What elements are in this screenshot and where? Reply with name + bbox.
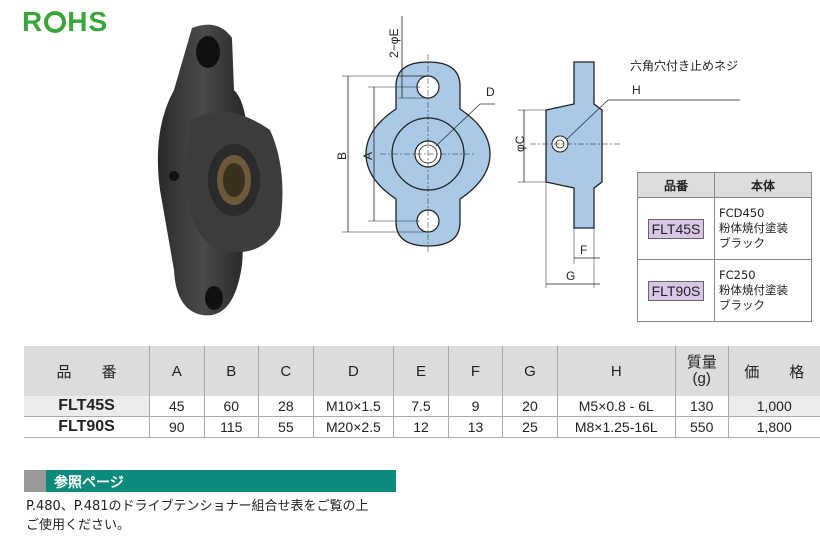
header-mass: 質量(g) xyxy=(675,346,729,396)
mat-header-body: 本体 xyxy=(714,172,812,198)
reference-text: P.480、P.481のドライブテンショナー組合せ表をご覧の上 ご使用ください。 xyxy=(26,499,369,533)
front-view-drawing: B A 2−φE D xyxy=(335,16,495,252)
dim-f-label: F xyxy=(580,243,587,257)
part-badge: FLT45S xyxy=(647,218,705,239)
reference-title: 参照ページ xyxy=(54,475,124,491)
header-a: A xyxy=(149,346,205,396)
side-view-drawing: φC H 六角穴付き止めネジ F G xyxy=(513,58,740,288)
mat-body-cell: FCD450 粉体焼付塗装 ブラック xyxy=(714,197,812,260)
table-row: FLT90S 90 115 55 M20×2.5 12 13 25 M8×1.2… xyxy=(24,416,820,438)
mat-header-part: 品番 xyxy=(637,172,715,198)
dim-g-label: G xyxy=(566,269,575,283)
mat-part-cell: FLT45S xyxy=(637,197,715,260)
part-badge: FLT90S xyxy=(647,280,705,301)
mat-body-cell: FC250 粉体焼付塗装 ブラック xyxy=(714,259,812,322)
dim-d-label: D xyxy=(486,85,495,99)
dim-2phie-label: 2−φE xyxy=(387,29,401,58)
header-e: E xyxy=(393,346,449,396)
header-c: C xyxy=(258,346,314,396)
header-h: H xyxy=(557,346,676,396)
reference-marker xyxy=(24,470,46,492)
dim-phic-label: φC xyxy=(513,135,527,152)
reference-heading: 参照ページ xyxy=(24,470,396,492)
dim-h-label: H xyxy=(632,83,641,97)
dim-a-label: A xyxy=(361,152,375,160)
header-g: G xyxy=(502,346,558,396)
mat-part-cell: FLT90S xyxy=(637,259,715,322)
header-d: D xyxy=(313,346,395,396)
product-photo xyxy=(157,24,283,316)
header-f: F xyxy=(448,346,504,396)
table-row: FLT45S 45 60 28 M10×1.5 7.5 9 20 M5×0.8 … xyxy=(24,396,820,417)
header-price: 価 格 xyxy=(728,346,820,396)
spec-table: 品 番 A B C D E F G H 質量(g) 価 格 FLT45S 45 … xyxy=(24,346,820,438)
material-table: 品番 本体 FLT45S FCD450 粉体焼付塗装 ブラック FLT90S F… xyxy=(637,172,812,322)
setscrew-label: 六角穴付き止めネジ xyxy=(630,58,738,73)
dim-b-label: B xyxy=(335,152,349,160)
header-part: 品 番 xyxy=(24,346,151,396)
rohs-o-ring xyxy=(44,11,67,33)
header-b: B xyxy=(204,346,260,396)
